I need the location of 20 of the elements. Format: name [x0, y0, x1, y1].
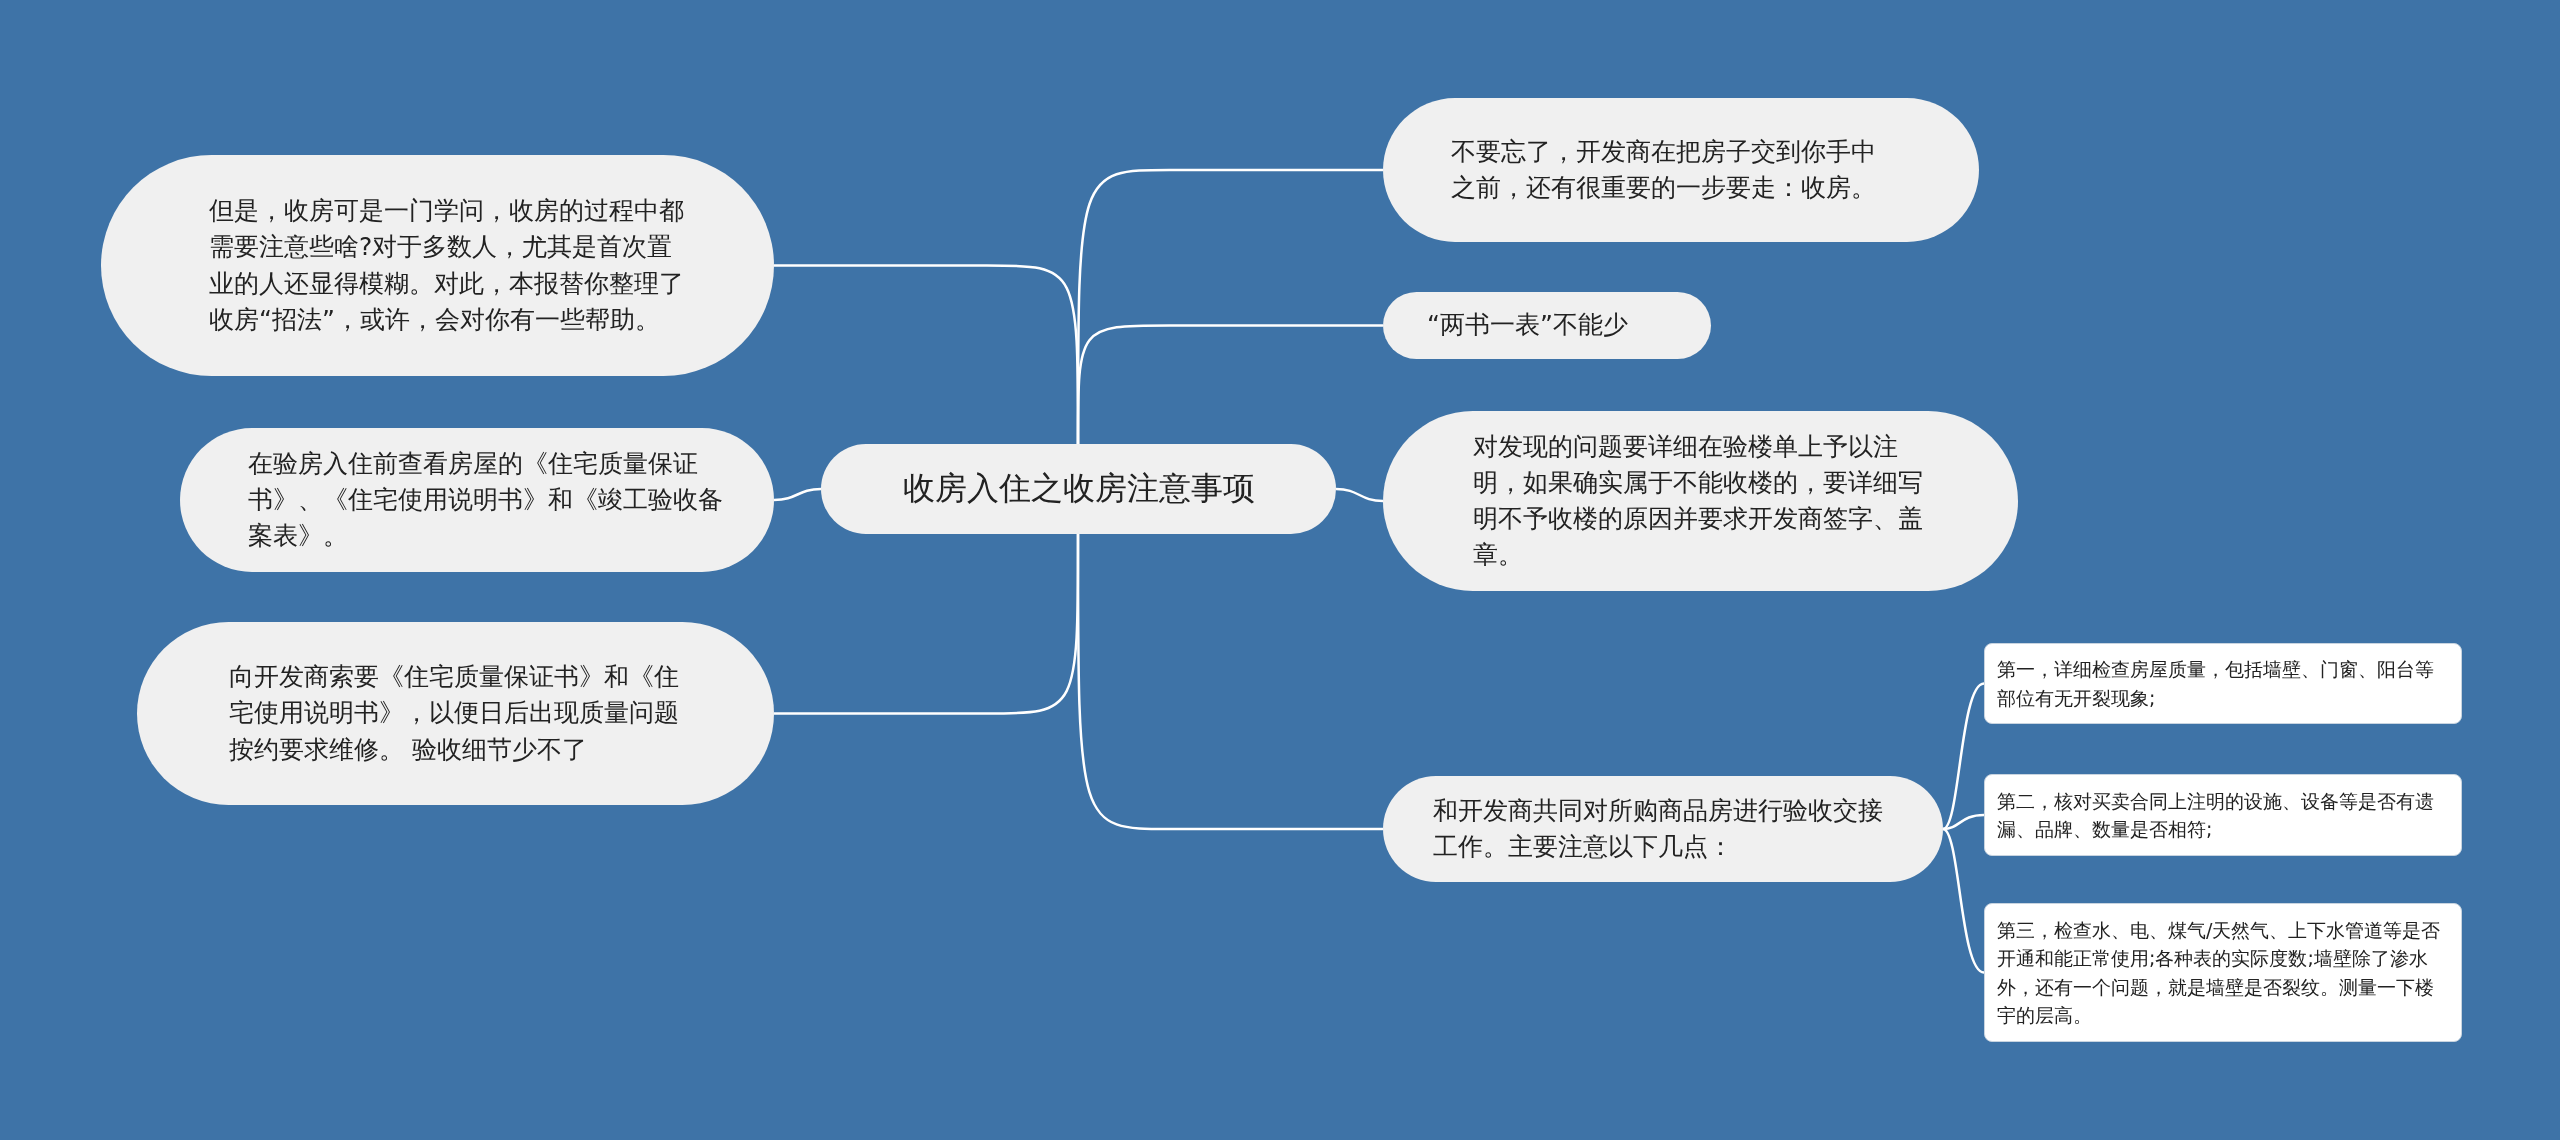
connector-line: [1942, 828, 1985, 974]
subtopic-card: [1984, 774, 2462, 856]
node-text: 第一，详细检查房屋质量，包括墙壁、门窗、阳台等部位有无开裂现象;: [1997, 657, 2435, 711]
connector-line: [1942, 682, 1985, 830]
node-text: 第二，核对买卖合同上注明的设施、设备等是否有遗漏、品牌、数量是否相符;: [1997, 788, 2435, 842]
node-text: 向开发商索要《住宅质量保证书》和《住宅使用说明书》，以便日后出现质量问题按约要求维修。 验收细节少不了: [229, 661, 680, 766]
subtopic-card: [1984, 643, 2462, 724]
connector-line: [1335, 487, 1384, 503]
subtopic-card: [1984, 903, 2462, 1042]
node-text: 在验房入住前查看房屋的《住宅质量保证书》、《住宅使用说明书》和《竣工验收备案表》。: [248, 447, 724, 553]
node-text: 对发现的问题要详细在验楼单上予以注明，如果确实属于不能收楼的，要详细写明不予收楼的原因并要求开发商签字、盖章。: [1473, 430, 1924, 572]
connector-line: [1076, 324, 1383, 444]
node-text: 收房入住之收房注意事项: [902, 468, 1255, 510]
node-text: 但是，收房可是一门学问，收房的过程中都需要注意些啥?对于多数人，尤其是首次置业的人还显得模糊。对此，本报替你整理了收房“招法”，或许，会对你有一些帮助。: [209, 195, 684, 336]
node-text: 第三，检查水、电、煤气/天然气、上下水管道等是否开通和能正常使用;各种表的实际度数;墙壁除了渗水外，还有一个问题，就是墙壁是否裂纹。测量一下楼宇的层高。: [1997, 917, 2442, 1028]
node-text: 不要忘了，开发商在把房子交到你手中之前，还有很重要的一步要走：收房。: [1451, 135, 1877, 204]
connector-line: [773, 487, 822, 502]
node-text: “两书一表”不能少: [1427, 309, 1629, 342]
node-text: 和开发商共同对所购商品房进行验收交接工作。主要注意以下几点：: [1433, 794, 1884, 863]
connector-line: [1076, 534, 1383, 831]
